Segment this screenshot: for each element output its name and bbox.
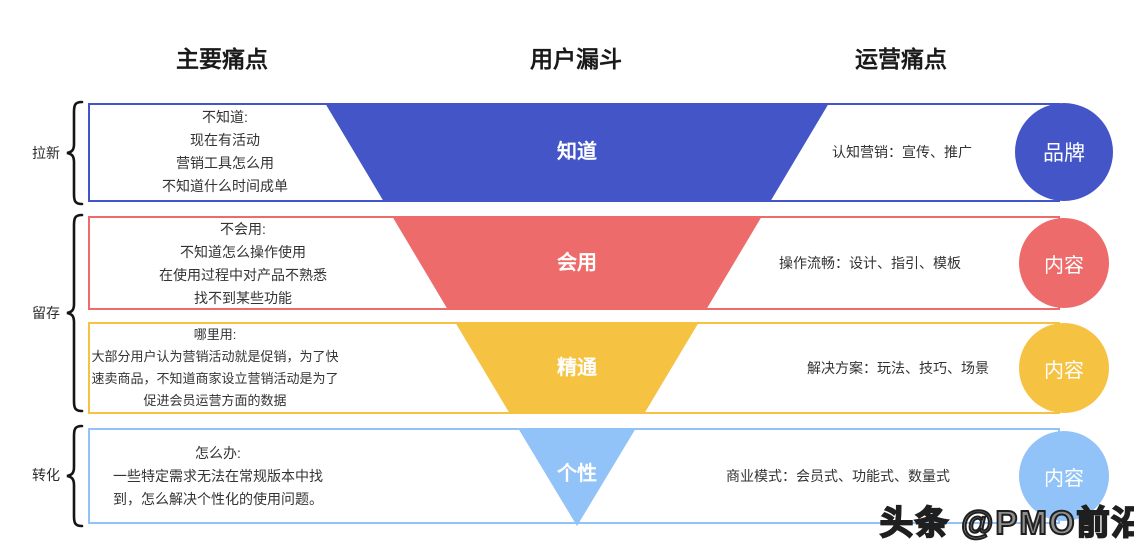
circle-label: 内容 (1044, 359, 1084, 382)
stage-label-retention: 留存 (32, 305, 60, 321)
pain-line: 大部分用户认为营销活动就是促销，为了快 (91, 349, 339, 364)
circle-label: 内容 (1044, 467, 1084, 490)
pain-title: 不会用: (220, 221, 266, 237)
funnel-stage-label-personalize: 个性 (557, 463, 597, 485)
curly-brace-retention (66, 213, 84, 413)
funnel-stage-label-know: 知道 (557, 141, 597, 163)
result-circle-content-3: 内容 (1019, 431, 1109, 521)
ops-text-can-use: 操作流畅：设计、指引、模板 (779, 255, 961, 271)
pain-line: 在使用过程中对产品不熟悉 (159, 267, 327, 283)
pain-title: 哪里用: (193, 327, 237, 342)
header-operation-pain-points: 运营痛点 (855, 46, 947, 72)
result-circle-content-1: 内容 (1019, 218, 1109, 308)
curly-brace-acquisition (66, 100, 84, 206)
pain-line: 现在有活动 (190, 132, 260, 148)
pain-line: 速卖商品，不知道商家设立营销活动是为了 (91, 371, 339, 386)
result-circle-brand: 品牌 (1015, 103, 1113, 201)
curly-brace-conversion (66, 424, 84, 528)
pain-line: 一些特定需求无法在常规版本中找 (113, 468, 323, 484)
stage-label-conversion: 转化 (32, 467, 60, 483)
pain-line: 到，怎么解决个性化的使用问题。 (113, 491, 323, 507)
pain-text-can-use: 不会用: 不知道怎么操作使用 在使用过程中对产品不熟悉 找不到某些功能 (88, 218, 398, 310)
header-user-funnel: 用户漏斗 (530, 46, 622, 72)
funnel-stage-label-can-use: 会用 (557, 252, 597, 274)
pain-text-personalize: 怎么办: 一些特定需求无法在常规版本中找 到，怎么解决个性化的使用问题。 (70, 442, 366, 511)
pain-title: 怎么办: (195, 445, 241, 461)
circle-label: 品牌 (1043, 142, 1085, 165)
ops-text-personalize: 商业模式：会员式、功能式、数量式 (726, 468, 950, 484)
funnel-segment-know (325, 103, 829, 202)
pain-line: 找不到某些功能 (194, 290, 292, 306)
circle-label: 内容 (1044, 254, 1084, 277)
pain-line: 不知道怎么操作使用 (180, 244, 306, 260)
pain-text-master: 哪里用: 大部分用户认为营销活动就是促销，为了快 速卖商品，不知道商家设立营销活… (70, 324, 360, 412)
stage-label-acquisition: 拉新 (32, 145, 60, 161)
header-main-pain-points: 主要痛点 (176, 46, 268, 72)
funnel-segment-can-use (392, 216, 762, 310)
pain-text-know: 不知道: 现在有活动 营销工具怎么用 不知道什么时间成单 (88, 106, 362, 198)
pain-line: 营销工具怎么用 (176, 155, 274, 171)
funnel-stage-label-master: 精通 (557, 357, 597, 379)
ops-text-know: 认知营销：宣传、推广 (832, 144, 972, 160)
ops-text-master: 解决方案：玩法、技巧、场景 (807, 360, 989, 376)
pain-line: 促进会员运营方面的数据 (143, 393, 287, 408)
result-circle-content-2: 内容 (1019, 323, 1109, 413)
pain-line: 不知道什么时间成单 (162, 178, 288, 194)
toutiao-watermark: 头条 @PMO前沿 (879, 503, 1134, 542)
pain-title: 不知道: (202, 109, 248, 125)
